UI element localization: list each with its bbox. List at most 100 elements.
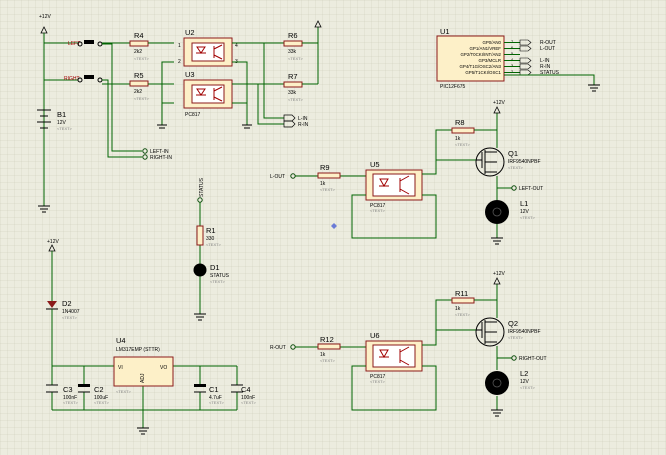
r1-value: 330 [206,236,215,242]
mcu-pin-label: GP2/T0CKI/INT/AN2 [460,52,501,57]
regulator-u4[interactable]: U4 LM317EMP (STTR) VI VO ADJ <TEXT> [113,336,174,394]
mcu-net-terminal[interactable] [519,57,532,64]
r12-ref: R12 [320,335,334,344]
r6-ref: R6 [288,31,298,40]
r6-value: 33k [288,49,297,55]
mcu-net-terminal[interactable] [519,45,532,52]
r11-value: 1k [455,306,461,312]
lamp-l1[interactable]: L1 12V <TEXT> [485,199,536,224]
u6-wires [351,299,452,411]
r11-ref: R11 [455,289,468,298]
c1-value: 4.7uF [209,395,222,401]
d2-ref: D2 [62,299,72,308]
mcu-net-terminal[interactable] [519,69,532,76]
mcu-gnd-wire [504,74,595,85]
l1-value: 12V [520,209,530,215]
l-in-net[interactable]: L-IN [283,114,308,122]
cap-c2[interactable]: C2 100uF <TEXT> [78,384,110,405]
supply-q2 [493,277,501,285]
c3-ref: C3 [63,385,73,394]
lamp-l2[interactable]: L2 12V <TEXT> [485,369,536,395]
cap-c4[interactable]: C4 100nF <TEXT> [231,384,257,405]
opto-u5[interactable]: U5 PC817 <TEXT> [365,160,423,213]
psu-wires [51,251,238,428]
battery-b1[interactable]: B1 12V <TEXT> [37,109,73,131]
d2-value: 1N4007 [62,309,80,315]
r8-value: 1k [455,136,461,142]
r-out-label: R-OUT [270,345,286,351]
resistor-r1[interactable]: R1 330 <TEXT> [196,225,222,247]
ground-psu [137,427,149,435]
led-d1[interactable]: D1 STATUS <TEXT> [193,263,230,284]
mcu-net-label: L-IN [540,58,550,64]
r11-ph: <TEXT> [455,312,471,317]
c1-ph: <TEXT> [209,400,225,405]
r1-ref: R1 [206,226,216,235]
opto-u6[interactable]: U6 PC817 <TEXT> [365,331,423,384]
c1-ref: C1 [209,385,219,394]
right-in-label: RIGHT-IN [150,155,172,161]
d1-ph: <TEXT> [210,279,226,284]
mosfet-q1[interactable]: Q1 IRF9540NPBF <TEXT> [475,147,541,177]
mcu-pin-label: GP5/T1CKI/OSC1 [465,70,501,75]
right-out-net[interactable]: RIGHT-OUT [511,355,547,362]
left-in-net[interactable]: LEFT-IN [142,148,169,155]
r-in-label: R-IN [298,122,309,128]
opto-u3[interactable]: U3 PC817 [183,70,233,118]
left-out-net[interactable]: LEFT-OUT [511,185,543,192]
u2-pin4: 4 [235,43,238,49]
lin-rin-wires [257,43,284,125]
c2-ref: C2 [94,385,104,394]
c2-ph: <TEXT> [94,400,110,405]
ground-battery [38,205,50,213]
r5-ref: R5 [134,71,144,80]
supply-label-psu: +12V [47,239,59,245]
q2-value: IRF9540NPBF [508,329,541,335]
mcu-net-terminal[interactable] [519,63,532,70]
resistor-r12[interactable]: R12 1k <TEXT> [317,335,341,363]
r4-value: 2k2 [134,49,142,55]
mcu-pin-number: 5 [511,51,514,56]
q2-ref: Q2 [508,319,518,328]
switch-left[interactable]: LEFT [68,40,142,152]
resistor-r9[interactable]: R9 1k <TEXT> [317,163,341,192]
cap-c3[interactable]: C3 100nF <TEXT> [46,384,79,405]
r8-ref: R8 [455,118,465,127]
r7-value: 33k [288,90,297,96]
r8-ph: <TEXT> [455,142,471,147]
mcu-net-label: R-IN [540,64,551,70]
opto-u2[interactable]: U2 1 2 4 3 [178,28,238,67]
u5-value: PC817 [370,203,386,209]
mcu-pin-label: GP1/AN1/VREF [470,46,502,51]
c2-value: 100uF [94,395,108,401]
left-in-label: LEFT-IN [150,149,169,155]
supply-label-q1: +12V [493,100,505,106]
ground-opto [157,124,167,129]
mcu-net-terminal[interactable] [519,39,532,46]
supply-q1 [493,106,501,114]
ground-led [194,313,206,321]
r12-value: 1k [320,352,326,358]
d1-ref: D1 [210,263,220,272]
r-in-net[interactable]: R-IN [283,120,309,128]
opto-ground-wire [161,61,174,125]
u4-ref: U4 [116,336,126,345]
switch-right[interactable]: RIGHT [64,75,142,158]
supply-r6 [314,20,322,28]
u4-adj: ADJ [140,373,146,383]
r6-ph: <TEXT> [288,56,304,61]
c3-value: 100nF [63,395,77,401]
left-out-label: LEFT-OUT [519,186,543,192]
u3-ref: U3 [185,70,195,79]
mosfet-q2[interactable]: Q2 IRF9540NPBF <TEXT> [475,317,541,347]
right-in-net[interactable]: RIGHT-IN [142,154,173,161]
supply-rail-top: +12V [39,14,78,206]
ground-mcu [588,84,600,92]
cap-c1[interactable]: C1 4.7uF <TEXT> [194,384,225,405]
u1-ref: U1 [440,27,450,36]
q1-ref: Q1 [508,149,518,158]
c4-ph: <TEXT> [241,400,257,405]
